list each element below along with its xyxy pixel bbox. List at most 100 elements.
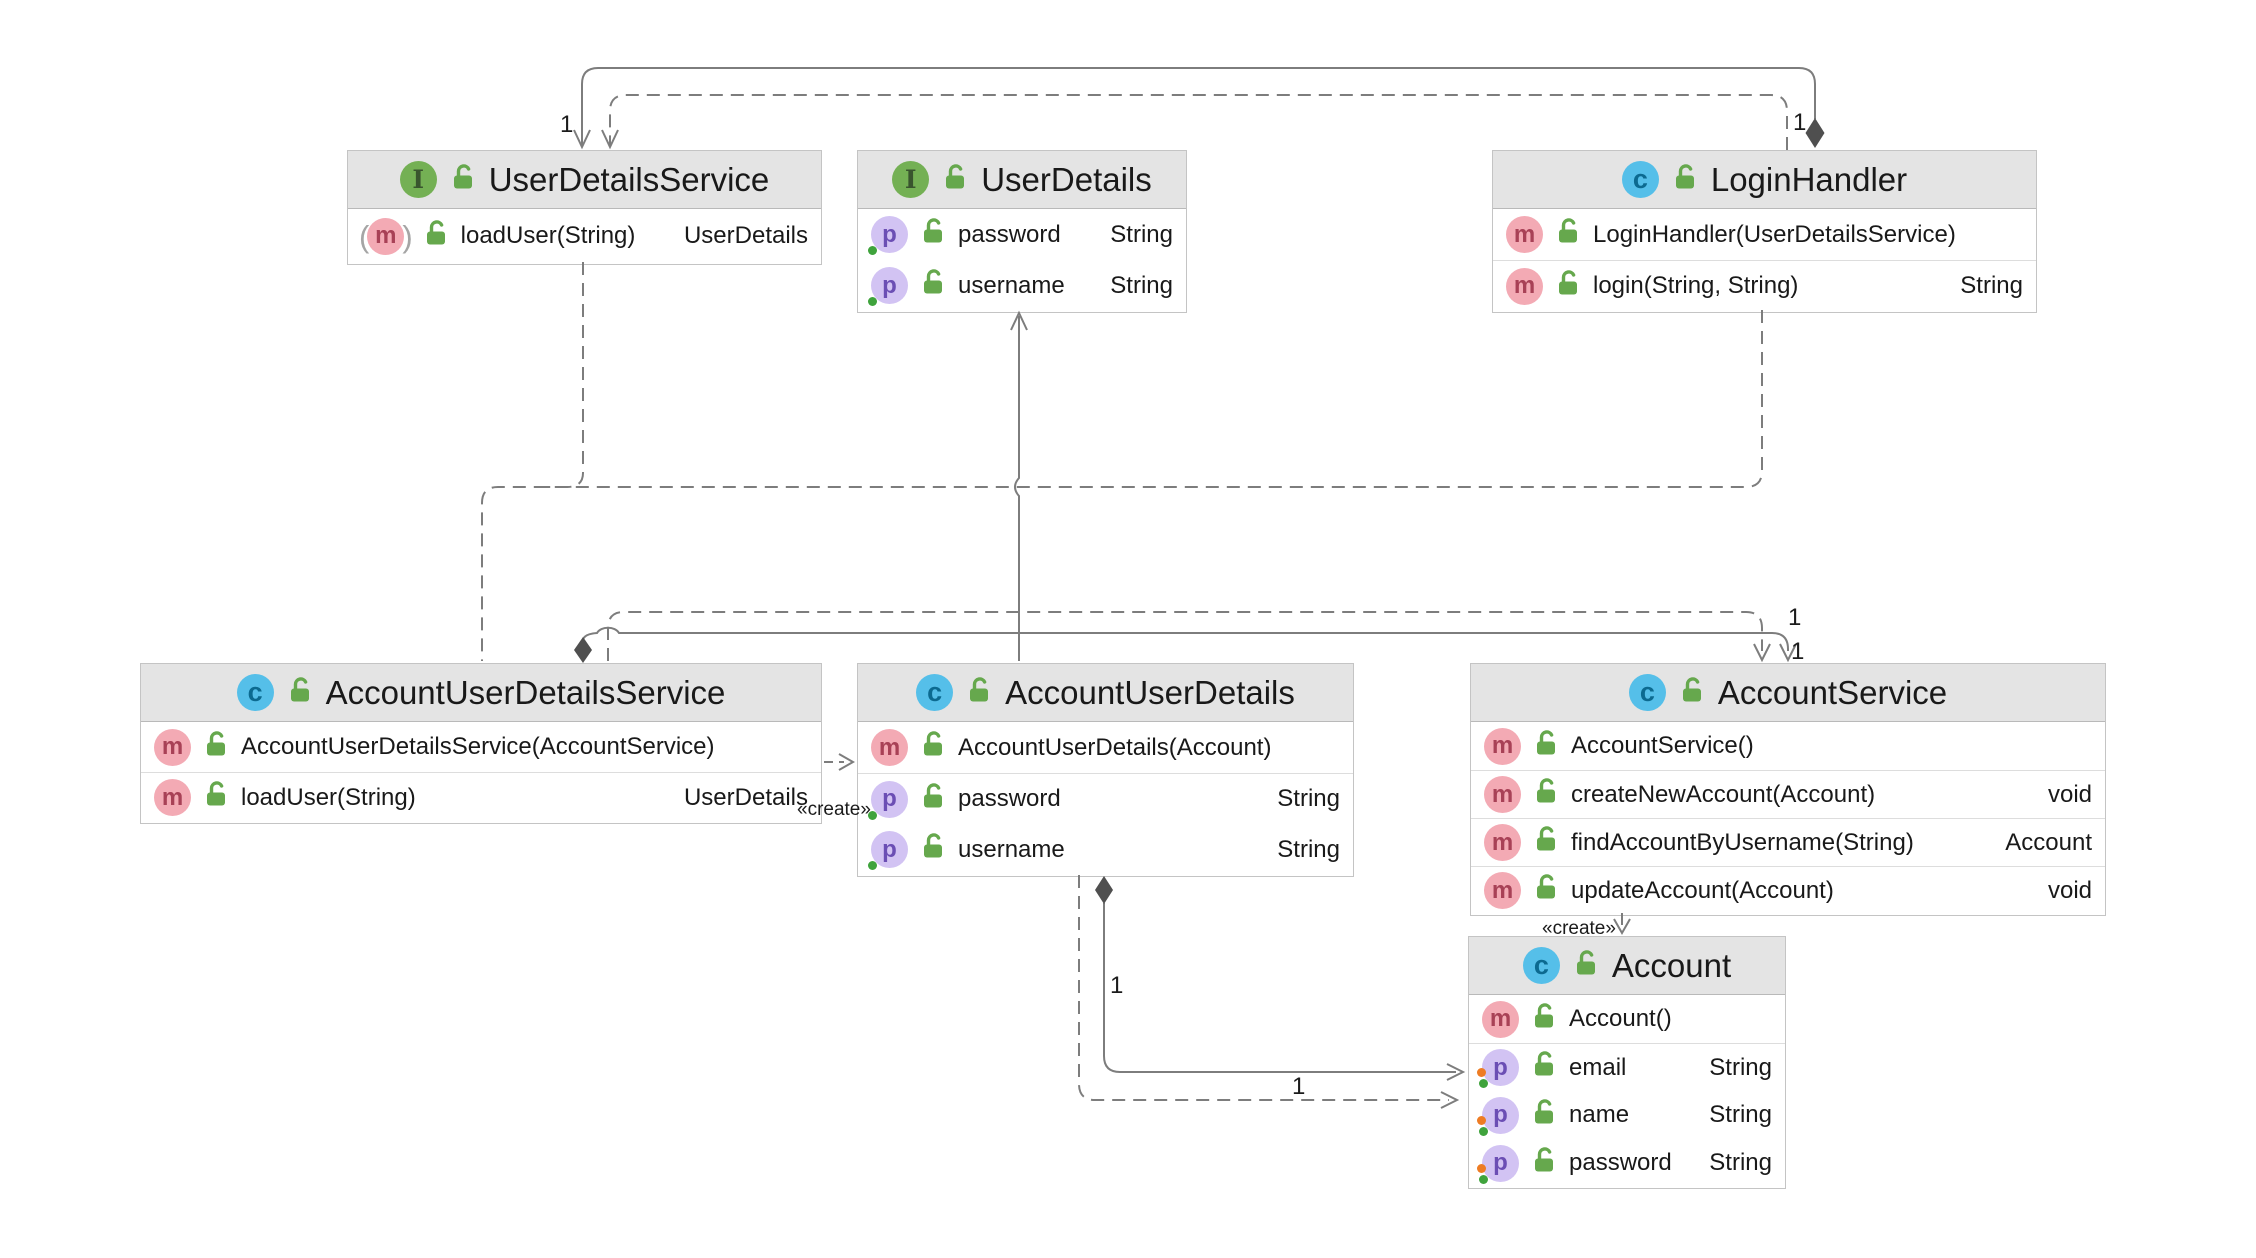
- multiplicity-label: 1: [1110, 972, 1124, 999]
- edge-accountuserdetailsservice-userdetailsservice-realization[interactable]: [540, 262, 584, 488]
- member-type: String: [1110, 271, 1173, 299]
- lock-icon: [1533, 873, 1559, 908]
- member-name: password: [958, 785, 1061, 812]
- class-title: Account: [1611, 946, 1732, 984]
- member-name: loadUser(String): [241, 783, 416, 811]
- member-name: LoginHandler(UserDetailsService): [1593, 220, 1956, 248]
- abstract-method-icon: (m): [359, 217, 413, 255]
- lock-icon: [1533, 777, 1559, 812]
- getter-dot-icon: [868, 246, 877, 255]
- lock-icon: [1533, 825, 1559, 860]
- lock-icon: [1531, 1098, 1557, 1133]
- property-icon: p: [868, 780, 908, 820]
- edge-accountuserdetailsservice-accountservice-aggregation[interactable]: [582, 626, 1789, 651]
- lock-icon: [1533, 729, 1559, 764]
- member-row-user-details-service-0[interactable]: (m)loadUser(String)UserDetails: [348, 209, 821, 263]
- method-icon: m: [871, 729, 908, 766]
- member-name: AccountUserDetailsService(AccountService…: [241, 733, 715, 760]
- member-type: String: [1277, 785, 1340, 812]
- member-name: username: [958, 835, 1065, 863]
- class-header-account-user-details-service[interactable]: c AccountUserDetailsService: [141, 664, 821, 722]
- lock-icon: [1672, 161, 1698, 199]
- multiplicity-label: 1: [1292, 1073, 1306, 1100]
- lock-icon: [1531, 1146, 1557, 1181]
- lock-icon: [920, 782, 946, 817]
- paren-icon: ): [402, 218, 413, 254]
- class-icon: c: [1522, 947, 1560, 984]
- lock-icon: [423, 219, 449, 254]
- member-type: String: [1709, 1149, 1772, 1176]
- member-row-account-user-details-1[interactable]: p password String: [858, 773, 1353, 824]
- method-icon: m: [1506, 267, 1543, 305]
- member-name: AccountUserDetails(Account): [958, 733, 1272, 761]
- member-type: String: [1709, 1053, 1772, 1081]
- lock-icon: [1531, 1002, 1557, 1037]
- edge-loginhandler-accountuserdetailsservice-dependency[interactable]: [481, 310, 1763, 661]
- property-icon: p: [1477, 1049, 1519, 1088]
- lock-icon: [920, 217, 946, 252]
- class-header-account[interactable]: c Account: [1469, 937, 1785, 995]
- edge-loginhandler-userdetailsservice-dependency[interactable]: [609, 94, 1788, 150]
- class-header-login-handler[interactable]: c LoginHandler: [1493, 151, 2036, 209]
- member-row-account-1[interactable]: p email String: [1469, 1043, 1785, 1091]
- lock-icon: [920, 268, 946, 303]
- member-type: String: [1709, 1101, 1772, 1128]
- member-name: password: [1569, 1149, 1672, 1176]
- getter-dot-icon: [868, 297, 877, 306]
- class-title: AccountUserDetails: [1005, 673, 1295, 711]
- getter-dot-icon: [868, 810, 877, 820]
- member-name: username: [958, 271, 1065, 299]
- edge-accountuserdetails-userdetails-realization[interactable]: [1014, 316, 1020, 661]
- class-title: LoginHandler: [1710, 160, 1908, 198]
- paren-icon: (: [359, 218, 370, 254]
- member-type: void: [2047, 780, 2092, 808]
- member-name: AccountService(): [1571, 732, 1754, 759]
- setter-dot-icon: [1477, 1115, 1486, 1125]
- stereotype-label: «create»: [797, 799, 871, 820]
- edge-accountuserdetailsservice-accountservice-dependency[interactable]: [607, 611, 1763, 661]
- class-icon: c: [1621, 161, 1659, 198]
- member-name: password: [958, 220, 1061, 248]
- member-name: name: [1569, 1101, 1630, 1128]
- edge-accountuserdetails-account-aggregation[interactable]: [1103, 903, 1456, 1073]
- edge-accountuserdetails-account-dependency[interactable]: [1078, 875, 1449, 1101]
- class-icon: c: [236, 674, 274, 711]
- property-icon: p: [868, 216, 908, 255]
- class-title: AccountUserDetailsService: [325, 673, 726, 711]
- lock-icon: [287, 674, 313, 712]
- class-icon: c: [1628, 674, 1666, 711]
- method-icon: m: [154, 779, 191, 816]
- member-name: email: [1569, 1053, 1627, 1081]
- method-icon: m: [1484, 824, 1521, 861]
- member-row-account-user-details-0[interactable]: m AccountUserDetails(Account): [858, 722, 1353, 773]
- lock-icon: [920, 832, 946, 867]
- edge-loginhandler-userdetailsservice-aggregation[interactable]: [581, 67, 1816, 147]
- lock-icon: [942, 161, 968, 199]
